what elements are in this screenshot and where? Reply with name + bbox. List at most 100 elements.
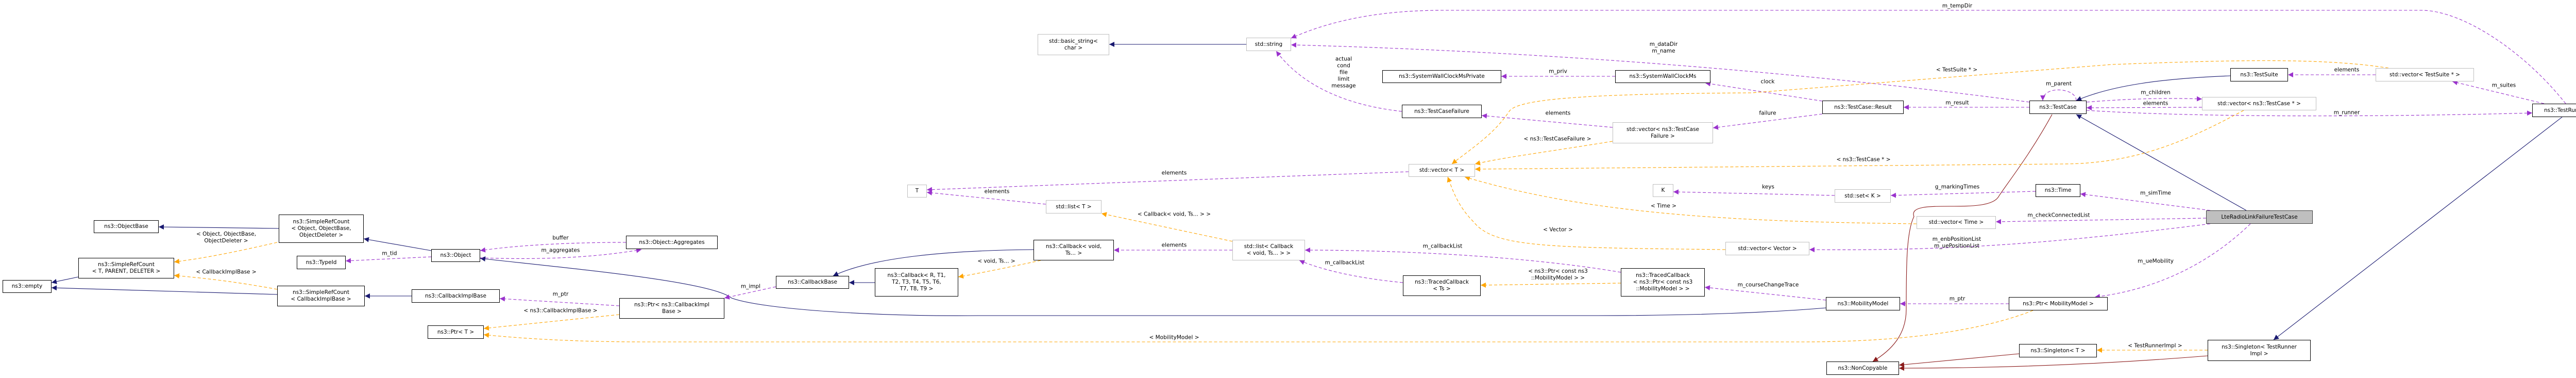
edge-label: < ns3::Ptr< const ns3 ::MobilityModel > … xyxy=(1528,268,1588,281)
edge-label: elements xyxy=(1161,242,1187,249)
edge-use-tcf-strings xyxy=(1276,51,1402,112)
node-callback-base[interactable]: ns3::CallbackBase xyxy=(776,276,849,289)
node-test-case-failure[interactable]: ns3::TestCaseFailure xyxy=(1402,105,1482,118)
edge-label: elements xyxy=(1545,110,1571,117)
node-callback-impl-base[interactable]: ns3::CallbackImplBase xyxy=(412,289,500,303)
edge-label: m_impl xyxy=(740,283,761,290)
edge-label: < void, Ts... > xyxy=(977,258,1015,265)
edge-label: m_result xyxy=(1945,100,1969,106)
edge-label: m_children xyxy=(2141,89,2171,96)
edge-inherit-lte-testcase xyxy=(2076,114,2247,211)
edge-use-tcf-elements xyxy=(1481,113,1613,128)
edge-use-parent xyxy=(2040,89,2077,101)
node-basic-string[interactable]: std::basic_string< char > xyxy=(1038,34,1109,55)
edge-label: m_ptr xyxy=(552,291,569,298)
node-singleton-test-runner-impl[interactable]: ns3::Singleton< TestRunner Impl > xyxy=(2208,340,2311,361)
node-vector-vector[interactable]: std::vector< Vector > xyxy=(1725,242,1809,255)
edge-label: m_callbackList xyxy=(1422,243,1463,250)
node-non-copyable[interactable]: ns3::NonCopyable xyxy=(1826,361,1899,375)
node-simple-ref-count-cib[interactable]: ns3::SimpleRefCount < CallbackImplBase > xyxy=(277,286,365,306)
edge-use-mimpl xyxy=(724,286,776,300)
edge-tpl-vector-vector xyxy=(1447,176,1726,250)
node-list-t[interactable]: std::list< T > xyxy=(1046,200,1101,213)
edge-tpl-traced xyxy=(1480,282,1621,288)
node-singleton-t[interactable]: ns3::Singleton< T > xyxy=(2019,344,2097,357)
edge-label: keys xyxy=(1762,184,1774,190)
node-vector-t[interactable]: std::vector< T > xyxy=(1409,164,1475,177)
node-t[interactable]: T xyxy=(907,185,927,198)
edge-inherit-mobility-object xyxy=(480,256,1826,316)
edge-tpl-vector-time xyxy=(1464,176,1917,224)
edge-label: m_checkConnectedList xyxy=(2027,212,2090,219)
edge-inherit-srct-empty xyxy=(51,276,79,284)
node-simple-ref-count-object[interactable]: ns3::SimpleRefCount < Object, ObjectBase… xyxy=(279,215,364,243)
edge-label: elements xyxy=(2143,100,2168,107)
edge-label: < Object, ObjectBase, ObjectDeleter > xyxy=(196,231,257,244)
node-ptr-callback-impl-base[interactable]: ns3::Ptr< ns3::CallbackImpl Base > xyxy=(619,298,724,319)
edge-label: m_tempDir xyxy=(1942,3,1973,9)
edge-inherit-runner-singleton xyxy=(2273,117,2563,340)
edge-use-course-change xyxy=(1704,285,1826,301)
edge-use-keys xyxy=(1673,189,1835,196)
node-object-aggregates[interactable]: ns3::Object::Aggregates xyxy=(626,236,718,249)
edge-tpl-src-object xyxy=(174,242,278,264)
edge-use-buffer xyxy=(480,242,626,253)
edge-label: m_runner xyxy=(2333,109,2360,116)
node-mobility-model[interactable]: ns3::MobilityModel xyxy=(1826,297,1900,310)
node-lte-radio-link-failure-test-case[interactable]: LteRadioLinkFailureTestCase xyxy=(2206,210,2313,224)
node-type-id[interactable]: ns3::TypeId xyxy=(297,256,346,269)
node-std-string[interactable]: std::string xyxy=(1246,38,1291,51)
edge-use-datadir-name xyxy=(1291,42,2030,103)
node-system-wall-clock-ms[interactable]: ns3::SystemWallClockMs xyxy=(1615,70,1710,83)
node-vector-time[interactable]: std::vector< Time > xyxy=(1917,216,1996,229)
edge-label: m_ueMobility xyxy=(2138,258,2174,265)
edge-use-callbacklist-1 xyxy=(1299,260,1403,283)
node-callback-r[interactable]: ns3::Callback< R, T1, T2, T3, T4, T5, T6… xyxy=(875,268,958,297)
node-test-case[interactable]: ns3::TestCase xyxy=(2029,101,2087,114)
node-ptr-t[interactable]: ns3::Ptr< T > xyxy=(428,325,484,339)
node-traced-callback-mobility[interactable]: ns3::TracedCallback < ns3::Ptr< const ns… xyxy=(1621,268,1705,297)
edge-label: buffer xyxy=(552,235,569,241)
node-test-runner-impl[interactable]: ns3::TestRunnerImpl xyxy=(2532,104,2576,117)
node-vector-test-suite[interactable]: std::vector< TestSuite * > xyxy=(2376,68,2474,81)
edge-label: < ns3::TestCaseFailure > xyxy=(1523,136,1591,142)
edge-label: m_suites xyxy=(2492,82,2516,89)
node-traced-callback-ts[interactable]: ns3::TracedCallback < Ts > xyxy=(1403,275,1481,296)
node-vector-test-case[interactable]: std::vector< ns3::TestCase * > xyxy=(2202,97,2316,110)
node-callback-void[interactable]: ns3::Callback< void, Ts... > xyxy=(1033,240,1114,260)
edge-label: m_courseChangeTrace xyxy=(1737,282,1799,288)
node-vector-test-case-failure[interactable]: std::vector< ns3::TestCase Failure > xyxy=(1613,122,1713,143)
node-set-k[interactable]: std::set< K > xyxy=(1835,189,1891,203)
edge-tpl-ptr-mm xyxy=(483,310,2033,342)
edge-use-marking-times xyxy=(1890,191,2036,198)
edge-use-tid xyxy=(345,256,432,264)
node-list-callback[interactable]: std::list< Callback < void, Ts... > > xyxy=(1232,240,1305,260)
node-object-base[interactable]: ns3::ObjectBase xyxy=(94,220,159,233)
edge-tpl-ptr-cib xyxy=(483,314,620,331)
edge-label: < CallbackImplBase > xyxy=(196,269,257,275)
node-test-suite[interactable]: ns3::TestSuite xyxy=(2230,68,2288,81)
edge-use-children xyxy=(2086,96,2202,103)
edge-private-testcase-noncopyable xyxy=(1872,114,2053,362)
edge-label: < TestRunnerImpl > xyxy=(2128,342,2182,349)
edge-label: m_parent xyxy=(2046,80,2072,87)
edge-label: m_callbackList xyxy=(1325,259,1365,266)
edge-label: < TestSuite * > xyxy=(1936,67,1978,73)
edge-inherit-srccib-empty xyxy=(51,285,278,295)
edge-tpl-list-callback xyxy=(1101,212,1233,242)
edge-use-list-t-elements xyxy=(926,190,1046,205)
node-k[interactable]: K xyxy=(1653,184,1673,197)
node-system-wall-clock-ms-private[interactable]: ns3::SystemWallClockMsPrivate xyxy=(1382,70,1501,83)
node-ptr-mobility-model[interactable]: ns3::Ptr< MobilityModel > xyxy=(2009,297,2108,310)
edge-tpl-callback-void xyxy=(958,260,1041,279)
node-time[interactable]: ns3::Time xyxy=(2036,184,2080,197)
edge-label: m_aggregates xyxy=(541,247,580,254)
node-test-case-result[interactable]: ns3::TestCase::Result xyxy=(1822,101,1904,114)
edge-use-runner xyxy=(2086,110,2533,117)
node-object[interactable]: ns3::Object xyxy=(431,249,480,262)
node-simple-ref-count-t[interactable]: ns3::SimpleRefCount < T, PARENT, DELETER… xyxy=(78,258,174,278)
node-empty[interactable]: ns3::empty xyxy=(3,280,52,293)
edge-use-aggregates xyxy=(480,248,642,259)
